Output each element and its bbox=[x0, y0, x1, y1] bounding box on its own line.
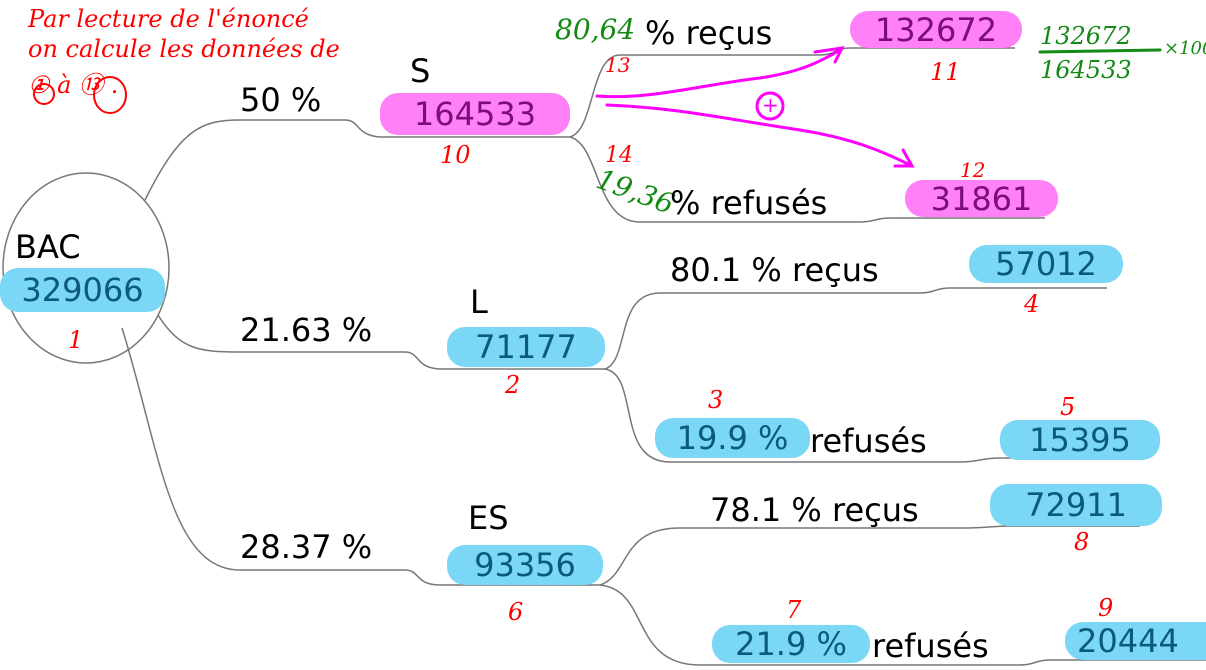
es-recus-label: 78.1 % reçus bbox=[710, 491, 919, 529]
es-refuses-pct: 21.9 % bbox=[712, 625, 870, 663]
es-recus-value: 72911 bbox=[990, 484, 1162, 526]
root-value: 329066 bbox=[0, 268, 165, 312]
root-ellipse bbox=[2, 172, 170, 364]
s-branch-pct: 50 % bbox=[240, 81, 322, 119]
fraction-multiplier: ×100 bbox=[1164, 38, 1206, 59]
l-label: L bbox=[470, 283, 488, 321]
arrow-to-refuses bbox=[605, 103, 915, 168]
instruction-note: Par lecture de l'énoncé on calcule les d… bbox=[28, 4, 340, 100]
step-10: 10 bbox=[440, 141, 471, 169]
branch-es-refuses bbox=[599, 584, 1206, 666]
step-14: 14 bbox=[605, 143, 633, 168]
fraction-numerator: 132672 bbox=[1040, 22, 1132, 50]
l-refuses-label: refusés bbox=[810, 422, 927, 460]
step-7: 7 bbox=[786, 596, 802, 624]
l-refuses-pct: 19.9 % bbox=[655, 418, 810, 458]
step-13: 13 bbox=[605, 53, 631, 77]
es-value: 93356 bbox=[447, 545, 603, 585]
branch-s-refuses bbox=[569, 136, 1045, 223]
circle-13 bbox=[93, 76, 127, 114]
s-recus-pct: 80,64 bbox=[555, 13, 636, 46]
note-line-3: ① à ⑬ . bbox=[28, 71, 119, 99]
step-6: 6 bbox=[508, 598, 524, 626]
arrow-to-recus bbox=[595, 46, 845, 99]
step-3: 3 bbox=[708, 386, 724, 414]
plus-circle bbox=[755, 91, 785, 121]
step-4: 4 bbox=[1024, 290, 1040, 318]
s-label: S bbox=[410, 52, 431, 90]
l-recus-label: 80.1 % reçus bbox=[670, 251, 879, 289]
root-label: BAC bbox=[15, 228, 81, 266]
circle-1 bbox=[33, 83, 55, 105]
es-label: ES bbox=[468, 499, 509, 537]
note-line-2: on calcule les données de bbox=[28, 35, 340, 63]
es-branch-pct: 28.37 % bbox=[240, 528, 373, 566]
s-recus-value: 132672 bbox=[850, 11, 1022, 48]
step-12: 12 bbox=[960, 158, 986, 182]
l-refuses-value: 15395 bbox=[1000, 420, 1160, 460]
step-11: 11 bbox=[930, 58, 961, 86]
branch-l-recus bbox=[604, 287, 1107, 370]
branch-l-refuses bbox=[604, 368, 1140, 463]
step-9: 9 bbox=[1098, 594, 1114, 622]
step-2: 2 bbox=[505, 371, 521, 399]
s-value: 164533 bbox=[380, 93, 570, 135]
magenta-arrows bbox=[595, 46, 915, 168]
es-refuses-value: 20444 bbox=[1065, 622, 1206, 660]
branch-l bbox=[157, 314, 605, 370]
l-recus-value: 57012 bbox=[969, 245, 1123, 283]
step-5: 5 bbox=[1060, 393, 1076, 421]
branch-es-recus bbox=[599, 525, 1140, 586]
l-value: 71177 bbox=[447, 327, 605, 367]
s-refuses-value: 31861 bbox=[905, 180, 1058, 217]
note-line-1: Par lecture de l'énoncé bbox=[28, 5, 309, 33]
fraction-bar bbox=[1038, 48, 1162, 54]
fraction-denominator: 164533 bbox=[1040, 56, 1132, 84]
branch-es bbox=[121, 327, 600, 586]
step-1: 1 bbox=[68, 326, 84, 354]
s-refuses-label: % refusés bbox=[670, 184, 828, 222]
s-recus-label: % reçus bbox=[645, 14, 773, 52]
l-branch-pct: 21.63 % bbox=[240, 311, 373, 349]
step-8: 8 bbox=[1074, 528, 1090, 556]
branch-s bbox=[144, 119, 570, 201]
es-refuses-label: refusés bbox=[872, 627, 989, 665]
plus-sign: + bbox=[762, 93, 779, 117]
